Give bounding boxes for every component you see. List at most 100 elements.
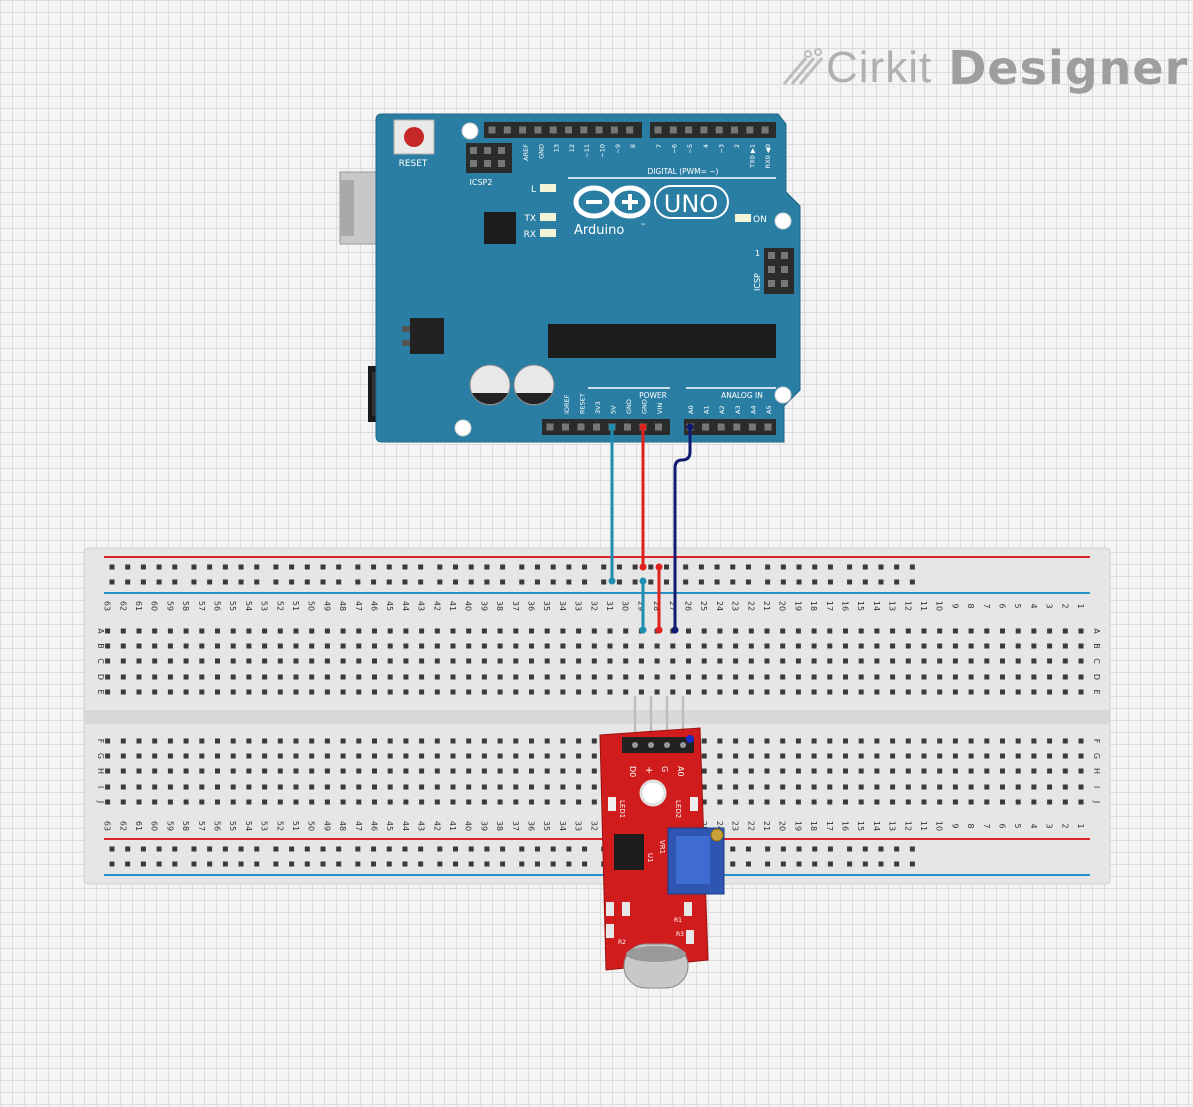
breadboard-hole[interactable]: [513, 658, 519, 664]
breadboard-hole[interactable]: [748, 753, 754, 759]
breadboard-hole[interactable]: [984, 658, 990, 664]
breadboard-hole[interactable]: [921, 689, 927, 695]
breadboard-hole[interactable]: [387, 753, 393, 759]
breadboard-hole[interactable]: [1000, 643, 1005, 649]
breadboard-hole[interactable]: [340, 689, 346, 695]
breadboard-hole[interactable]: [921, 628, 927, 634]
breadboard-hole[interactable]: [167, 674, 173, 680]
breadboard-hole[interactable]: [968, 658, 974, 664]
breadboard-hole[interactable]: [419, 738, 425, 744]
breadboard-hole[interactable]: [811, 674, 817, 680]
breadboard-hole[interactable]: [811, 628, 817, 634]
breadboard-hole[interactable]: [591, 738, 597, 744]
breadboard-hole[interactable]: [419, 643, 425, 649]
breadboard-hole[interactable]: [419, 753, 425, 759]
breadboard-hole[interactable]: [481, 753, 487, 759]
rail-hole[interactable]: [355, 564, 361, 570]
breadboard-hole[interactable]: [686, 643, 691, 649]
rail-hole[interactable]: [109, 579, 115, 585]
digital-left-pin[interactable]: [488, 126, 496, 134]
rail-hole[interactable]: [582, 579, 588, 585]
breadboard-hole[interactable]: [167, 768, 173, 774]
breadboard-hole[interactable]: [199, 753, 205, 759]
digital-right-pin[interactable]: [715, 126, 723, 134]
breadboard-hole[interactable]: [340, 674, 346, 680]
breadboard-hole[interactable]: [858, 643, 864, 649]
breadboard-hole[interactable]: [733, 643, 739, 649]
breadboard-hole[interactable]: [858, 753, 864, 759]
breadboard-hole[interactable]: [764, 799, 770, 805]
icsp-pin[interactable]: [781, 266, 788, 273]
breadboard-hole[interactable]: [105, 768, 111, 774]
breadboard-hole[interactable]: [387, 784, 393, 790]
breadboard-hole[interactable]: [497, 658, 503, 664]
breadboard-hole[interactable]: [450, 674, 456, 680]
breadboard-hole[interactable]: [827, 768, 833, 774]
breadboard-hole[interactable]: [215, 753, 220, 759]
rail-hole[interactable]: [812, 846, 818, 852]
power-pin[interactable]: [593, 423, 600, 431]
breadboard-hole[interactable]: [748, 674, 754, 680]
breadboard-hole[interactable]: [387, 658, 393, 664]
breadboard-hole[interactable]: [230, 628, 236, 634]
breadboard-hole[interactable]: [1078, 738, 1084, 744]
breadboard-hole[interactable]: [591, 674, 597, 680]
breadboard-hole[interactable]: [858, 784, 864, 790]
breadboard-hole[interactable]: [230, 643, 236, 649]
rail-hole[interactable]: [566, 846, 572, 852]
rail-hole[interactable]: [827, 846, 833, 852]
digital-right-pin[interactable]: [669, 126, 677, 134]
breadboard-hole[interactable]: [136, 738, 142, 744]
breadboard-hole[interactable]: [576, 674, 582, 680]
rail-hole[interactable]: [437, 579, 443, 585]
breadboard-hole[interactable]: [309, 753, 315, 759]
digital-right-pin[interactable]: [685, 126, 693, 134]
breadboard-hole[interactable]: [905, 768, 911, 774]
breadboard-hole[interactable]: [324, 753, 330, 759]
icsp2-pin[interactable]: [470, 160, 477, 167]
breadboard-hole[interactable]: [764, 738, 770, 744]
breadboard-hole[interactable]: [262, 799, 268, 805]
breadboard-hole[interactable]: [591, 658, 597, 664]
breadboard-hole[interactable]: [230, 753, 236, 759]
rail-hole[interactable]: [500, 579, 506, 585]
breadboard-hole[interactable]: [450, 738, 456, 744]
breadboard-hole[interactable]: [372, 643, 377, 649]
rail-hole[interactable]: [582, 861, 588, 867]
breadboard-hole[interactable]: [827, 643, 833, 649]
power-pin[interactable]: [655, 423, 662, 431]
rail-hole[interactable]: [909, 579, 915, 585]
breadboard-hole[interactable]: [1078, 799, 1084, 805]
breadboard-hole[interactable]: [1000, 768, 1005, 774]
breadboard-hole[interactable]: [403, 689, 409, 695]
breadboard-hole[interactable]: [607, 643, 613, 649]
breadboard-hole[interactable]: [1000, 658, 1005, 664]
breadboard-hole[interactable]: [262, 658, 268, 664]
breadboard-hole[interactable]: [968, 674, 974, 680]
breadboard-hole[interactable]: [890, 799, 896, 805]
rail-hole[interactable]: [765, 846, 771, 852]
breadboard-hole[interactable]: [277, 799, 283, 805]
breadboard-hole[interactable]: [199, 658, 205, 664]
breadboard-hole[interactable]: [905, 753, 911, 759]
breadboard-hole[interactable]: [309, 799, 315, 805]
breadboard-hole[interactable]: [1000, 689, 1005, 695]
breadboard-hole[interactable]: [952, 628, 958, 634]
rail-hole[interactable]: [730, 861, 736, 867]
breadboard-hole[interactable]: [230, 799, 236, 805]
breadboard-hole[interactable]: [874, 768, 880, 774]
breadboard-hole[interactable]: [356, 628, 362, 634]
power-pin[interactable]: [577, 423, 585, 431]
rail-hole[interactable]: [566, 564, 572, 570]
breadboard-hole[interactable]: [419, 768, 425, 774]
breadboard-hole[interactable]: [937, 799, 943, 805]
breadboard-hole[interactable]: [230, 689, 236, 695]
breadboard-hole[interactable]: [937, 784, 943, 790]
breadboard-hole[interactable]: [937, 643, 943, 649]
rail-hole[interactable]: [418, 564, 424, 570]
breadboard-hole[interactable]: [591, 768, 597, 774]
digital-left-pin[interactable]: [534, 126, 542, 134]
analog-pin[interactable]: [733, 423, 741, 431]
rail-hole[interactable]: [780, 564, 786, 570]
breadboard-hole[interactable]: [748, 658, 754, 664]
